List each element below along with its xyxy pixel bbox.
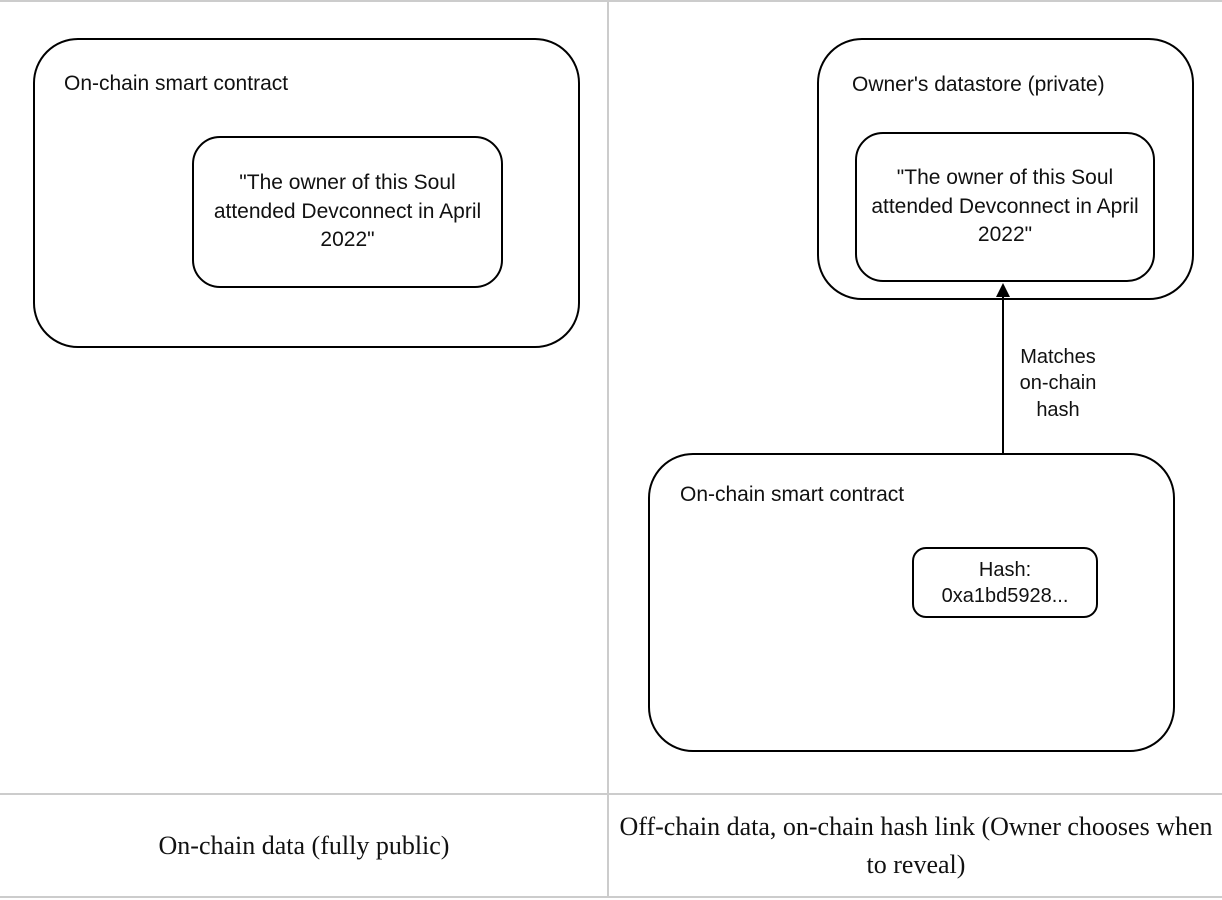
soul-statement-text-left: "The owner of this Soul attended Devconn… [213,170,482,252]
arrowhead-up-icon [996,283,1010,297]
table-row-divider [0,793,1222,795]
caption-offchain-data: Off-chain data, on-chain hash link (Owne… [610,795,1222,896]
table-top-border [0,0,1222,2]
onchain-contract-label-right: On-chain smart contract [680,483,905,506]
hash-label: Hash: [978,558,1032,581]
caption-onchain-data-text: On-chain data (fully public) [158,830,450,860]
caption-offchain-data-text: Off-chain data, on-chain hash link (Owne… [619,811,1213,879]
hash-value: 0xa1bd5928... [941,584,1069,607]
table-column-divider [607,0,609,897]
caption-onchain-data: On-chain data (fully public) [0,795,608,896]
hash-link-arrow-line [1002,294,1004,536]
soul-statement-text-right: "The owner of this Soul attended Devconn… [871,165,1139,247]
owners-datastore-label: Owner's datastore (private) [852,73,1105,96]
table-bottom-border [0,896,1222,898]
soul-statement-box-left: "The owner of this Soul attended Devconn… [192,136,503,288]
onchain-contract-label-left: On-chain smart contract [64,72,289,95]
soul-statement-box-right: "The owner of this Soul attended Devconn… [855,132,1155,282]
hash-box: Hash: 0xa1bd5928... [912,547,1098,618]
matches-onchain-hash-label: Matches on-chain hash [1019,346,1097,421]
